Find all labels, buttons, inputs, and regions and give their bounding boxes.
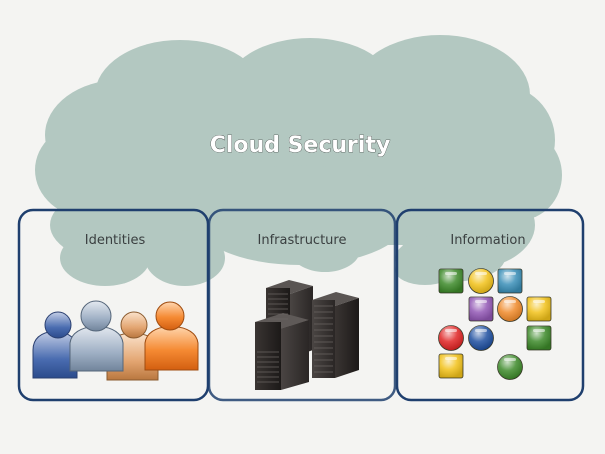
block-yellow-square-icon: [438, 353, 464, 379]
people-group-icon: [32, 300, 199, 381]
block-orange-circle-icon: [497, 296, 523, 322]
block-green-square-icon: [526, 325, 552, 351]
block-purple-square-icon: [468, 296, 494, 322]
panel-label-information: Information: [450, 233, 525, 248]
server-racks-icon: [255, 280, 359, 390]
cloud-shape: [35, 35, 562, 286]
block-yellow-circle-icon: [468, 268, 494, 294]
panel-label-identities: Identities: [85, 233, 146, 248]
person-icon-grey: [69, 300, 124, 372]
panel-information: Information: [395, 208, 585, 402]
panel-label-infrastructure: Infrastructure: [258, 233, 347, 248]
panel-infrastructure: Infrastructure: [207, 208, 397, 402]
block-yellow-square-icon: [526, 296, 552, 322]
person-icon-orange: [144, 301, 199, 371]
data-blocks-icon: [438, 268, 552, 380]
block-navy-circle-icon: [468, 325, 494, 351]
block-green-square-icon: [438, 268, 464, 294]
block-green-circle-icon: [497, 354, 523, 380]
block-red-circle-icon: [438, 325, 464, 351]
server-rack-right: [312, 292, 359, 378]
diagram-title: Cloud Security: [210, 133, 391, 158]
block-blue-square-icon: [497, 268, 523, 294]
server-vent-lines: [257, 293, 333, 383]
server-rack-front: [255, 313, 309, 390]
